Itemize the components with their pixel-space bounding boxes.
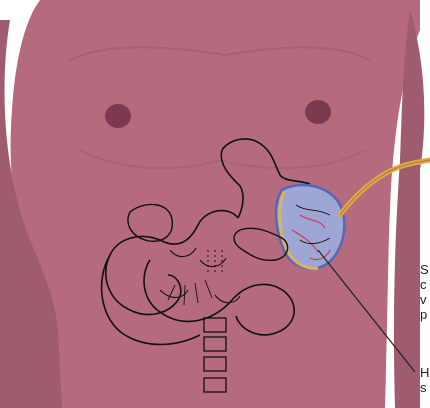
torso-silhouette [11, 0, 420, 408]
stomach-highlight [276, 185, 344, 269]
callout-label-top: S c v p [420, 262, 430, 322]
left-nipple [105, 104, 131, 128]
callout-label-bottom: H s [420, 365, 430, 395]
right-nipple [305, 100, 331, 124]
